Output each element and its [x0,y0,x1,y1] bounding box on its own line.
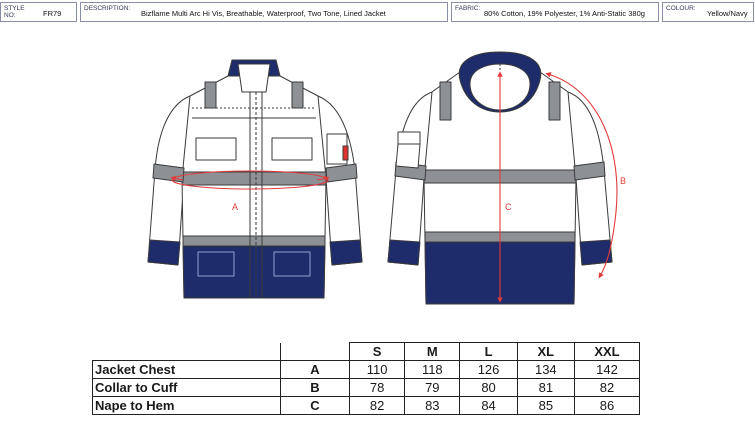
jacket-technical-drawing: A B C [147,51,626,305]
fabric-value: 80% Cotton, 19% Polyester, 1% Anti-Stati… [484,9,645,18]
size-s-header: S [348,342,406,361]
jacket-front-view [147,59,363,299]
size-value: 81 [516,378,575,397]
measurement-b: B [545,72,626,279]
size-value: 110 [348,360,406,379]
front-left-brace [204,81,217,109]
size-xl-header: XL [516,342,575,361]
description-label: DESCRIPTION: [84,5,131,12]
fabric-label: FABRIC: [455,5,481,12]
table-row: Jacket Chest A 110 118 126 134 142 [92,360,641,379]
measurement-name: Jacket Chest [92,360,281,379]
measurement-name: Collar to Cuff [92,378,281,397]
measurement-code: A [280,360,350,379]
measurement-name: Nape to Hem [92,396,281,415]
style-box: STYLE NO: FR79 [0,2,77,22]
description-box: DESCRIPTION: Bizflame Multi Arc Hi Vis, … [80,2,448,22]
size-value: 84 [459,396,518,415]
description-value: Bizflame Multi Arc Hi Vis, Breathable, W… [141,9,386,18]
size-value: 142 [573,360,641,379]
size-header-row: S M L XL XXL [92,342,641,361]
fabric-box: FABRIC: 80% Cotton, 19% Polyester, 1% An… [451,2,659,22]
size-value: 79 [404,378,461,397]
size-l-header: L [459,342,518,361]
size-value: 118 [404,360,461,379]
measurement-code: B [280,378,350,397]
label-b: B [620,176,626,186]
front-right-brace [291,81,304,109]
style-value: FR79 [43,9,62,18]
size-m-header: M [404,342,461,361]
header-blank-code [280,342,350,361]
front-left-sleeve-band [152,163,185,183]
header-blank-measurement [92,342,281,361]
colour-label: COLOUR: [666,5,696,12]
measurement-code: C [280,396,350,415]
colour-value: Yellow/Navy [707,9,748,18]
size-value: 82 [573,378,641,397]
size-value: 85 [516,396,575,415]
size-value: 82 [348,396,406,415]
label-c: C [505,202,512,212]
size-value: 86 [573,396,641,415]
size-value: 83 [404,396,461,415]
table-row: Collar to Cuff B 78 79 80 81 82 [92,378,641,397]
front-left-cuff [147,239,181,266]
style-label: STYLE NO: [4,5,25,19]
size-value: 80 [459,378,518,397]
size-value: 78 [348,378,406,397]
label-a: A [232,202,238,212]
size-chart-table: S M L XL XXL Jacket Chest A 110 118 126 … [92,342,641,415]
colour-box: COLOUR: Yellow/Navy [662,2,754,22]
front-navy-panel [182,245,326,299]
size-value: 126 [459,360,518,379]
size-xxl-header: XXL [573,342,641,361]
table-row: Nape to Hem C 82 83 84 85 86 [92,396,641,415]
front-placket [249,91,263,299]
measurement-c: C [497,71,512,303]
measurement-a: A [170,170,330,212]
front-right-cuff [329,239,363,266]
size-value: 134 [516,360,575,379]
front-hem-band [182,235,326,247]
